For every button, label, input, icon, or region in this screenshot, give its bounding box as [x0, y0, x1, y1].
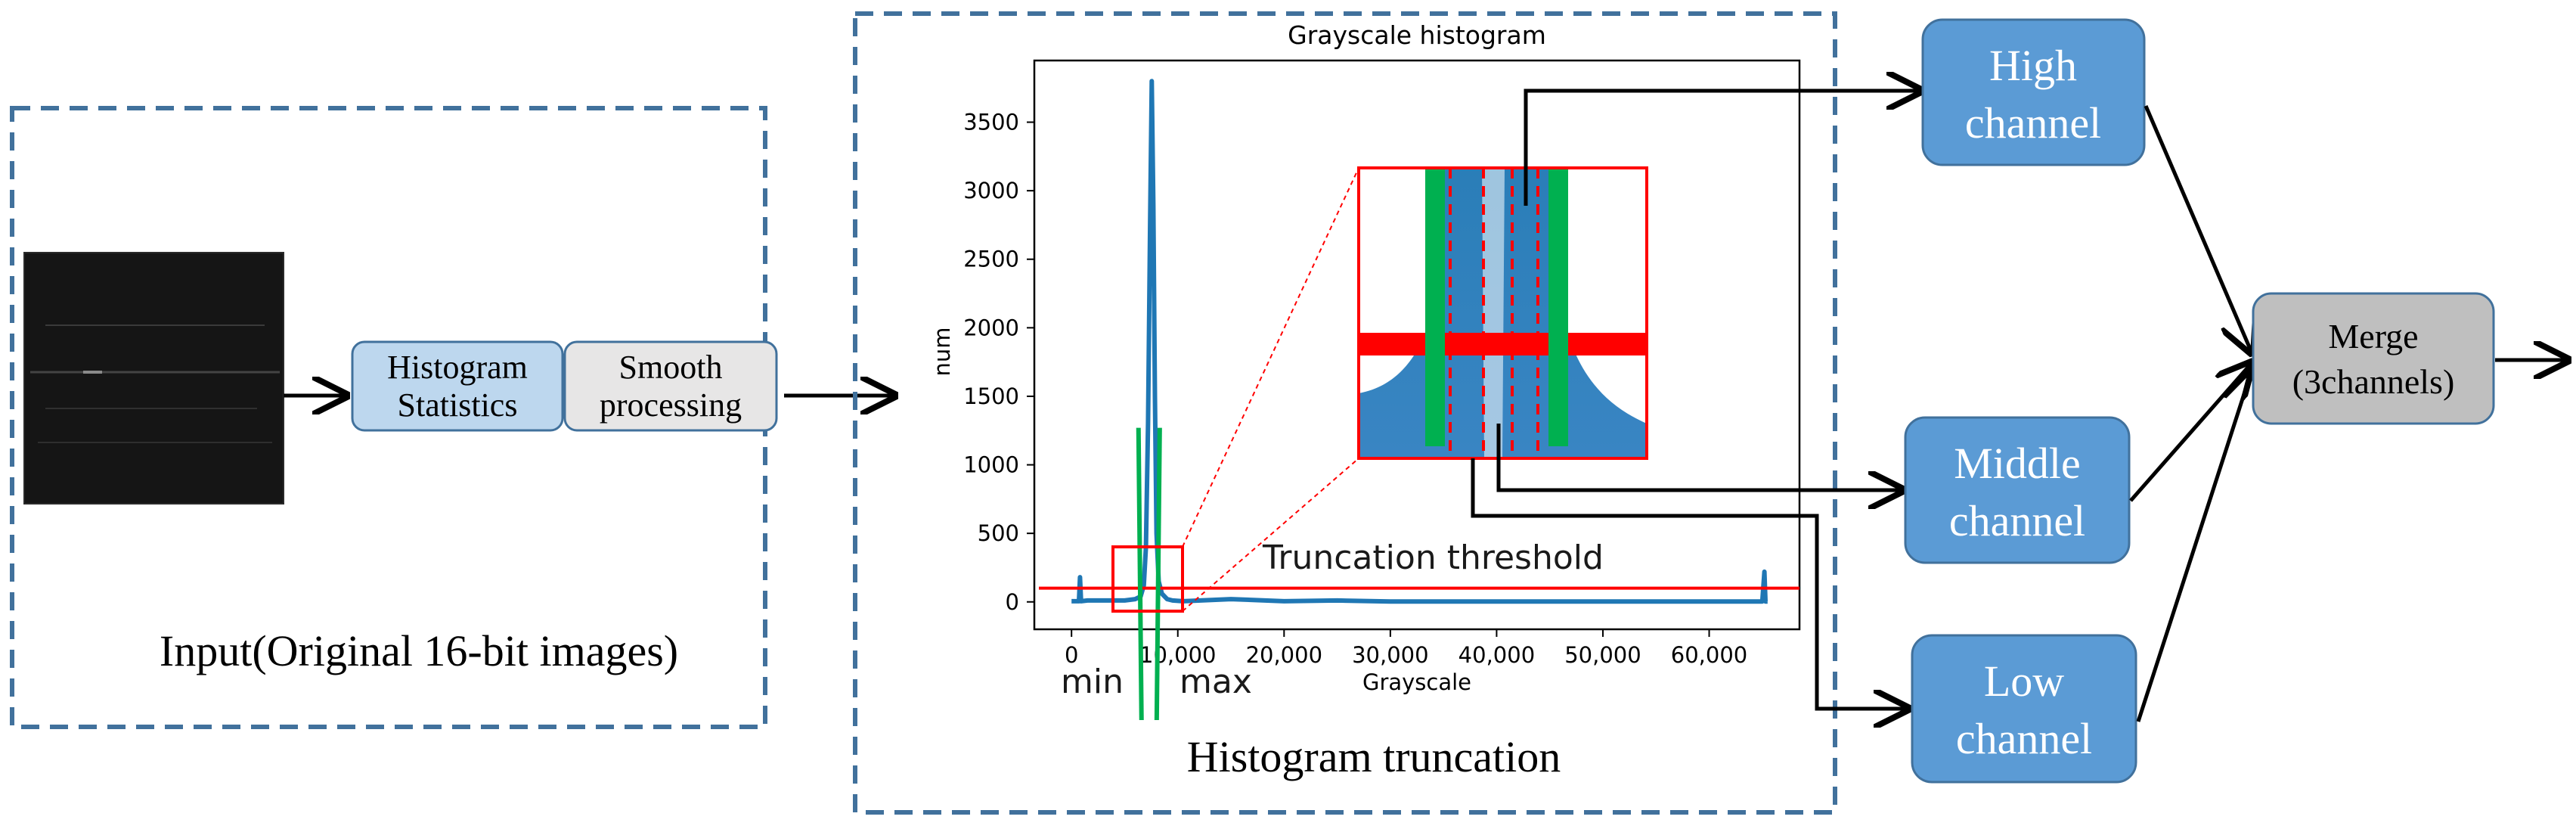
smooth-processing-line2: processing: [600, 387, 742, 424]
y-tick-label: 3000: [963, 178, 1019, 203]
x-tick-label: 60,000: [1671, 642, 1747, 668]
x-tick-label: 30,000: [1352, 642, 1428, 668]
y-tick-label: 0: [1006, 589, 1019, 615]
input-panel: Input(Original 16-bit images): [10, 106, 767, 729]
low-channel-box: Low channel: [1911, 634, 2137, 784]
zoom-selection-box: [1111, 545, 1184, 613]
x-tick-label: 10,000: [1139, 642, 1216, 668]
y-tick-label: 1500: [963, 383, 1019, 409]
y-tick-label: 3500: [963, 110, 1019, 135]
y-axis-label: num: [929, 327, 955, 376]
input-panel-border: [10, 106, 767, 729]
y-tick-label: 2000: [963, 315, 1019, 340]
truncation-threshold-label: Truncation threshold: [1262, 539, 1604, 577]
x-axis-label: Grayscale: [1362, 669, 1471, 695]
input-caption: Input(Original 16-bit images): [160, 626, 678, 675]
x-tick-label: 20,000: [1246, 642, 1322, 668]
x-tick-label: 0: [1065, 642, 1078, 668]
plot-area-frame: [1033, 59, 1801, 631]
histogram-statistics-line1: Histogram: [387, 349, 528, 386]
merge-box: Merge (3channels): [2252, 292, 2495, 425]
merge-line2: (3channels): [2292, 362, 2455, 401]
low-channel-line1: Low: [1984, 657, 2064, 706]
max-grayscale-line: [1154, 427, 1162, 721]
arrow-to-low-channel: [1471, 458, 1908, 709]
high-channel-line1: High: [1989, 41, 2077, 90]
arrow-to-middle-channel: [1496, 424, 1902, 490]
dark-16bit-image-icon: [23, 252, 284, 504]
max-label: max: [1180, 663, 1252, 701]
smooth-processing-line1: Smooth: [619, 349, 723, 386]
min-grayscale-line: [1136, 427, 1144, 721]
zoom-connector-top: [1182, 167, 1359, 548]
x-tick-label: 50,000: [1564, 642, 1641, 668]
truncation-panel-border: [853, 11, 1837, 815]
middle-channel-line2: channel: [1949, 496, 2085, 545]
x-tick-label: 40,000: [1458, 642, 1535, 668]
x-axis-ticks: 0 10,000 20,000 30,000 40,000 50,000 60,000: [1065, 629, 1747, 668]
y-tick-label: 500: [978, 520, 1019, 546]
histogram-statistics-line2: Statistics: [398, 387, 518, 424]
chart-title: Grayscale histogram: [1288, 20, 1546, 50]
middle-channel-box: Middle channel: [1904, 416, 2131, 564]
y-tick-label: 1000: [963, 452, 1019, 478]
truncation-caption: Histogram truncation: [1187, 732, 1561, 781]
zoom-min-bar: [1425, 168, 1445, 446]
high-channel-box: High channel: [1921, 18, 2146, 166]
zoom-max-bar: [1548, 168, 1568, 446]
arrow-to-high-channel: [1524, 91, 1920, 206]
smooth-processing-box: Smooth processing: [563, 340, 778, 432]
middle-channel-line1: Middle: [1954, 439, 2081, 488]
zoom-connector-bottom: [1182, 458, 1359, 612]
zoom-inset: [1357, 166, 1648, 460]
arrow-high-to-merge: [2144, 105, 2252, 352]
y-axis-ticks: 0 500 1000 1500 2000 2500 3000 3500: [963, 110, 1034, 615]
high-channel-line2: channel: [1965, 98, 2101, 147]
low-channel-line2: channel: [1956, 714, 2092, 763]
histogram-statistics-box: Histogram Statistics: [351, 340, 564, 432]
min-label: min: [1061, 663, 1124, 701]
zoom-threshold-band: [1359, 333, 1647, 355]
arrow-low-to-merge: [2136, 371, 2252, 722]
merge-line1: Merge: [2328, 317, 2418, 355]
truncation-panel: Grayscale histogram 0 500 1000 1500 2000 2500…: [853, 11, 1837, 815]
y-tick-label: 2500: [963, 247, 1019, 272]
